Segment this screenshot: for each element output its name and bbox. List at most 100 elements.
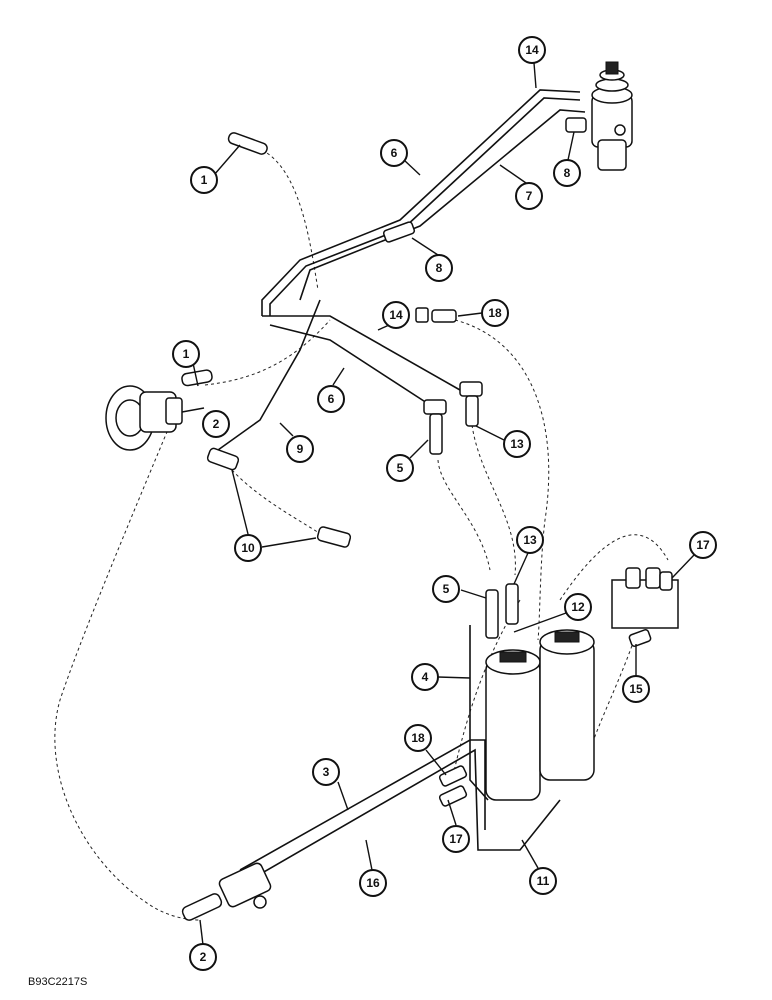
- leader-3: [337, 781, 349, 811]
- callout-8a: 8: [553, 159, 581, 187]
- svg-text:18: 18: [411, 731, 425, 745]
- hose-route-5: [437, 459, 491, 571]
- leader-8b: [411, 237, 439, 256]
- leader-2b: [199, 919, 204, 946]
- callout-18b: 18: [404, 724, 432, 752]
- callout-16: 16: [359, 869, 387, 897]
- leader-12: [513, 612, 567, 633]
- callout-17b: 17: [442, 825, 470, 853]
- svg-text:6: 6: [391, 146, 398, 160]
- callout-2a: 2: [202, 410, 230, 438]
- callout-5b: 5: [432, 575, 460, 603]
- callout-6a: 6: [380, 139, 408, 167]
- tube-part-1: [227, 132, 268, 155]
- svg-text:13: 13: [523, 533, 537, 547]
- callout-5a: 5: [386, 454, 414, 482]
- line-14-lower: [262, 315, 461, 391]
- svg-text:6: 6: [328, 392, 335, 406]
- fitting-8-mid: [382, 221, 416, 243]
- callout-7: 7: [515, 182, 543, 210]
- svg-text:16: 16: [366, 876, 380, 890]
- line-16: [249, 748, 561, 881]
- svg-text:8: 8: [436, 261, 443, 275]
- callout-13a: 13: [503, 430, 531, 458]
- hose-route-18: [454, 319, 550, 641]
- svg-text:5: 5: [443, 582, 450, 596]
- leader-16: [365, 839, 373, 871]
- callout-12: 12: [564, 593, 592, 621]
- callout-6b: 6: [317, 385, 345, 413]
- leader-1a: [213, 144, 241, 176]
- leader-17b: [447, 799, 457, 826]
- svg-text:13: 13: [510, 437, 524, 451]
- leader-6b: [332, 367, 345, 386]
- hose-route-13: [471, 424, 516, 576]
- svg-text:18: 18: [488, 306, 502, 320]
- svg-text:17: 17: [696, 538, 710, 552]
- leader-18a: [457, 312, 483, 317]
- svg-text:9: 9: [297, 442, 304, 456]
- line-6-upper: [261, 89, 581, 316]
- leader-13a: [475, 425, 505, 441]
- svg-text:17: 17: [449, 832, 463, 846]
- svg-text:11: 11: [537, 874, 550, 888]
- lower-valve: [181, 862, 272, 921]
- svg-text:3: 3: [323, 765, 330, 779]
- figure-reference-code: B93C2217S: [28, 976, 88, 988]
- callout-11: 11: [529, 867, 557, 895]
- pump-flange: [105, 369, 213, 451]
- callout-1a: 1: [190, 166, 218, 194]
- callout-4: 4: [411, 663, 439, 691]
- svg-text:1: 1: [201, 173, 208, 187]
- line-4: [469, 625, 489, 801]
- callout-15: 15: [622, 675, 650, 703]
- leader-1b: [192, 362, 199, 387]
- line-9: [217, 299, 321, 451]
- svg-text:14: 14: [525, 43, 539, 57]
- valve-block: [611, 567, 679, 647]
- fittings-17-18-lower: [438, 765, 468, 807]
- leader-5a: [409, 439, 429, 459]
- svg-text:12: 12: [571, 600, 585, 614]
- callout-14b: 14: [382, 301, 410, 329]
- leader-8a: [567, 131, 575, 161]
- leader-9: [279, 422, 294, 437]
- callout-18a: 18: [481, 299, 509, 327]
- fitting-elbow-5: [423, 399, 447, 455]
- leader-10b: [261, 537, 317, 548]
- fitting-10b: [316, 526, 352, 548]
- leader-17a: [671, 554, 695, 579]
- fitting-10a: [206, 447, 240, 471]
- callout-1b: 1: [172, 340, 200, 368]
- svg-text:2: 2: [200, 950, 207, 964]
- svg-text:1: 1: [183, 347, 190, 361]
- hose-route-17: [559, 534, 669, 601]
- accumulator-rear: [539, 629, 595, 781]
- leader-6a: [403, 159, 421, 176]
- hose-route-15: [589, 639, 635, 751]
- line-7-upper: [269, 97, 581, 316]
- fitting-elbow-14: [459, 381, 483, 427]
- leader-7: [499, 164, 527, 184]
- callout-13b: 13: [516, 526, 544, 554]
- hose-route-left: [54, 419, 201, 921]
- svg-text:10: 10: [241, 541, 255, 555]
- callout-3: 3: [312, 758, 340, 786]
- line-14-upper: [299, 109, 586, 301]
- leader-14a: [533, 62, 537, 89]
- svg-text:8: 8: [564, 166, 571, 180]
- svg-text:5: 5: [397, 461, 404, 475]
- callout-17a: 17: [689, 531, 717, 559]
- leader-2a: [181, 407, 205, 413]
- callout-9: 9: [286, 435, 314, 463]
- leader-4: [437, 676, 471, 679]
- hose-route-1: [261, 149, 319, 291]
- fitting-18-top: [415, 307, 457, 323]
- svg-text:14: 14: [389, 308, 403, 322]
- svg-text:7: 7: [526, 189, 533, 203]
- leader-13b: [513, 552, 529, 585]
- callout-8b: 8: [425, 254, 453, 282]
- hose-route-2: [204, 319, 331, 386]
- brake-valve: [565, 61, 633, 171]
- line-3: [239, 739, 486, 871]
